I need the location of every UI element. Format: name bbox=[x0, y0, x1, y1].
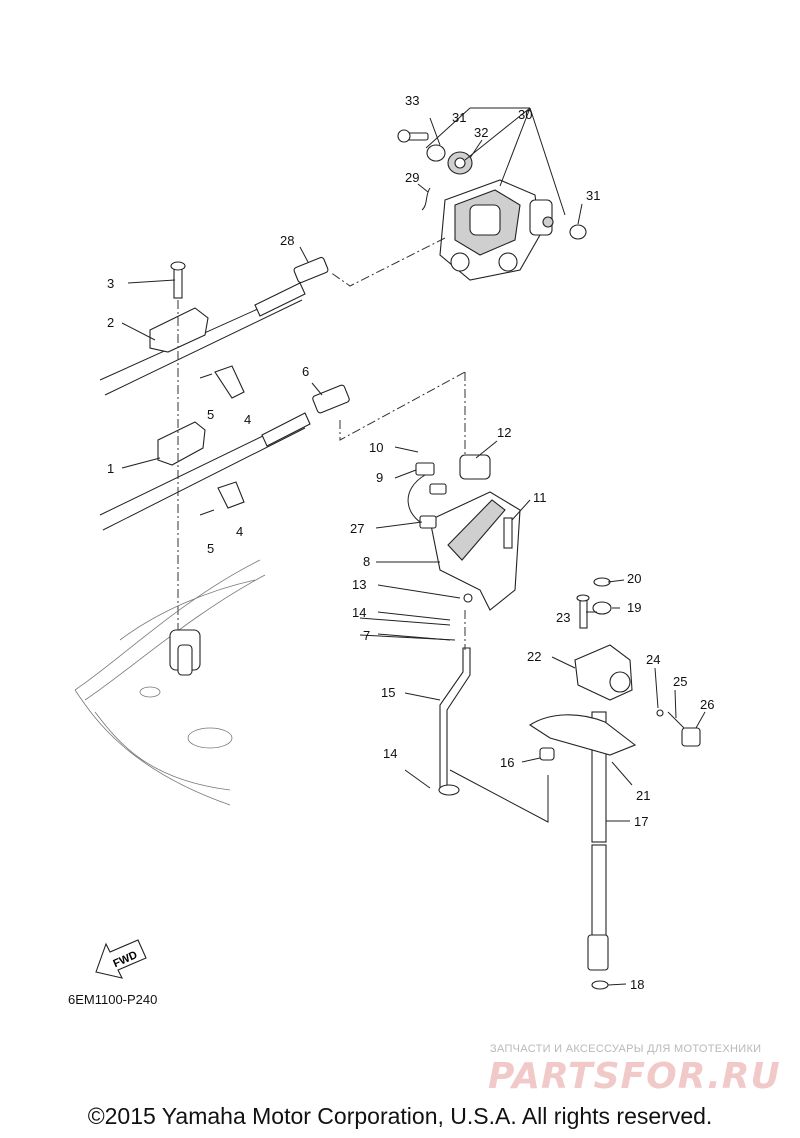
callout-11: 11 bbox=[533, 490, 547, 505]
callout-4: 4 bbox=[236, 524, 243, 539]
bracket-upper bbox=[149, 261, 209, 353]
callout-14: 14 bbox=[352, 605, 366, 620]
callout-19: 19 bbox=[627, 600, 641, 615]
callout-16: 16 bbox=[500, 755, 514, 770]
shift-bracket-8 bbox=[429, 454, 521, 611]
callout-30: 30 bbox=[518, 107, 532, 122]
copyright-notice: ©2015 Yamaha Motor Corporation, U.S.A. A… bbox=[87, 1103, 713, 1129]
callout-5: 5 bbox=[207, 541, 214, 556]
callout-13: 13 bbox=[352, 577, 366, 592]
callout-3: 3 bbox=[107, 276, 114, 291]
callout-32: 32 bbox=[474, 125, 488, 140]
callout-29: 29 bbox=[405, 170, 419, 185]
callout-31: 31 bbox=[452, 110, 466, 125]
callout-31: 31 bbox=[586, 188, 600, 203]
callout-6: 6 bbox=[302, 364, 309, 379]
callout-28: 28 bbox=[280, 233, 294, 248]
actuator-assembly bbox=[397, 129, 587, 281]
callout-9: 9 bbox=[376, 470, 383, 485]
callout-labels: 33 31 32 30 29 31 28 3 2 5 4 6 1 4 5 10 … bbox=[107, 93, 714, 992]
callout-5: 5 bbox=[207, 407, 214, 422]
throttle-cable bbox=[99, 256, 329, 396]
bracket-lower bbox=[157, 421, 206, 466]
engine-cover-outline bbox=[74, 559, 266, 806]
callout-25: 25 bbox=[673, 674, 687, 689]
callout-33: 33 bbox=[405, 93, 419, 108]
callout-8: 8 bbox=[363, 554, 370, 569]
shift-cable bbox=[99, 384, 350, 531]
callout-17: 17 bbox=[634, 814, 648, 829]
callout-4: 4 bbox=[244, 412, 251, 427]
callout-7: 7 bbox=[363, 628, 370, 643]
fwd-arrow-icon: FWD bbox=[95, 939, 147, 979]
callout-12: 12 bbox=[497, 425, 511, 440]
callout-18: 18 bbox=[630, 977, 644, 992]
callout-24: 24 bbox=[646, 652, 660, 667]
callout-23: 23 bbox=[556, 610, 570, 625]
callout-21: 21 bbox=[636, 788, 650, 803]
lever-22 bbox=[574, 577, 701, 747]
callout-27: 27 bbox=[350, 521, 364, 536]
callout-1: 1 bbox=[107, 461, 114, 476]
watermark-logo: PARTSFOR.RU bbox=[488, 1056, 781, 1097]
shift-shaft-17 bbox=[528, 711, 637, 990]
parts-diagram: 33 31 32 30 29 31 28 3 2 5 4 6 1 4 5 10 … bbox=[74, 93, 714, 992]
callout-22: 22 bbox=[527, 649, 541, 664]
callout-26: 26 bbox=[700, 697, 714, 712]
callout-20: 20 bbox=[627, 571, 641, 586]
callout-10: 10 bbox=[369, 440, 383, 455]
drawing-code: 6EM1100-P240 bbox=[68, 992, 158, 1007]
callout-15: 15 bbox=[381, 685, 395, 700]
shift-rod-15 bbox=[359, 617, 471, 796]
leader-lines bbox=[121, 246, 706, 986]
callout-14: 14 bbox=[383, 746, 397, 761]
watermark-tagline: ЗАПЧАСТИ И АКСЕССУАРЫ ДЛЯ МОТОТЕХНИКИ bbox=[490, 1043, 762, 1055]
callout-2: 2 bbox=[107, 315, 114, 330]
